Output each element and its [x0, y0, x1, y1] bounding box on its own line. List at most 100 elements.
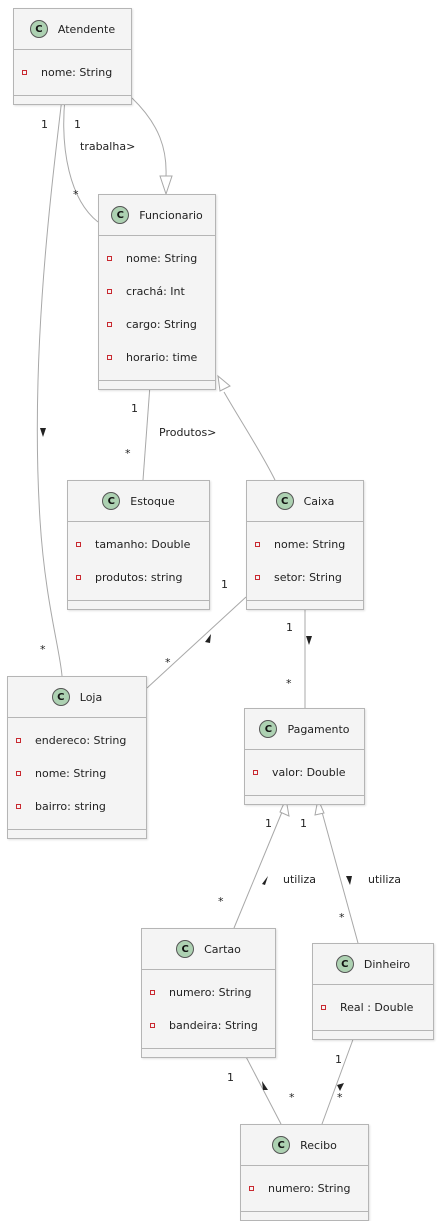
class-stereotype-icon: C	[259, 720, 278, 738]
direction-arrow-icon	[262, 1081, 268, 1090]
inheritance-arrowhead	[217, 374, 231, 392]
class-header: C Funcionario	[99, 195, 215, 236]
class-name: Funcionario	[139, 208, 203, 222]
private-visibility-icon	[107, 289, 112, 294]
multiplicity-label: 1	[286, 621, 293, 634]
class-methods	[245, 796, 364, 804]
edge-cartao-recibo	[242, 1050, 282, 1125]
attribute: nome: String	[14, 56, 131, 89]
private-visibility-icon	[16, 771, 21, 776]
attribute: tamanho: Double	[68, 528, 209, 561]
class-methods	[247, 601, 363, 609]
direction-arrow-icon	[262, 876, 268, 885]
edge-atendente-funcionario-inheritance	[131, 97, 167, 177]
class-atendente[interactable]: C Atendente nome: String	[13, 8, 132, 105]
direction-arrow-icon	[337, 1083, 344, 1091]
class-pagamento[interactable]: C Pagamento valor: Double	[244, 708, 365, 805]
class-attributes: tamanho: Double produtos: string	[68, 522, 209, 601]
class-recibo[interactable]: C Recibo numero: String	[240, 1124, 369, 1221]
edge-caixa-loja	[146, 596, 247, 689]
multiplicity-label: 1	[227, 1071, 234, 1084]
edge-dinheiro-recibo	[321, 1033, 356, 1125]
association-label-trabalha: trabalha>	[80, 140, 136, 153]
attribute: bairro: string	[8, 790, 146, 823]
private-visibility-icon	[321, 1005, 326, 1010]
class-funcionario[interactable]: C Funcionario nome: String crachá: Int c…	[98, 194, 216, 390]
edge-atendente-funcionario-trabalha	[63, 97, 99, 223]
attribute: setor: String	[247, 561, 363, 594]
private-visibility-icon	[249, 1186, 254, 1191]
multiplicity-label: 1	[300, 817, 307, 830]
private-visibility-icon	[253, 770, 258, 775]
edge-caixa-funcionario-inheritance	[223, 391, 276, 481]
attribute: numero: String	[142, 976, 275, 1009]
class-methods	[142, 1049, 275, 1057]
class-name: Cartao	[204, 942, 241, 956]
multiplicity-label: *	[339, 911, 345, 924]
class-header: C Loja	[8, 677, 146, 718]
class-name: Dinheiro	[363, 957, 411, 971]
attribute: produtos: string	[68, 561, 209, 594]
direction-arrow-icon	[205, 634, 211, 643]
private-visibility-icon	[107, 355, 112, 360]
class-stereotype-icon: C	[176, 940, 195, 958]
attribute: valor: Double	[245, 756, 364, 789]
class-methods	[14, 96, 131, 104]
class-stereotype-icon: C	[29, 20, 48, 38]
class-attributes: nome: String	[14, 50, 131, 96]
private-visibility-icon	[150, 990, 155, 995]
class-dinheiro[interactable]: C Dinheiro Real : Double	[312, 943, 434, 1040]
class-methods	[68, 601, 209, 609]
class-stereotype-icon: C	[335, 955, 354, 973]
private-visibility-icon	[76, 542, 81, 547]
class-name: Atendente	[57, 22, 116, 36]
class-methods	[8, 830, 146, 838]
class-header: C Pagamento	[245, 709, 364, 750]
class-methods	[241, 1212, 368, 1220]
attribute: nome: String	[247, 528, 363, 561]
inheritance-arrowhead	[159, 175, 173, 196]
class-attributes: numero: String bandeira: String	[142, 970, 275, 1049]
attribute: nome: String	[99, 242, 215, 275]
multiplicity-label: 1	[335, 1053, 342, 1066]
class-cartao[interactable]: C Cartao numero: String bandeira: String	[141, 928, 276, 1058]
class-header: C Caixa	[247, 481, 363, 522]
class-caixa[interactable]: C Caixa nome: String setor: String	[246, 480, 364, 610]
private-visibility-icon	[16, 804, 21, 809]
multiplicity-label: *	[289, 1091, 295, 1104]
class-header: C Dinheiro	[313, 944, 433, 985]
attribute: numero: String	[241, 1172, 368, 1205]
association-label-utiliza-cartao: utiliza	[283, 873, 316, 886]
class-header: C Cartao	[142, 929, 275, 970]
class-header: C Estoque	[68, 481, 209, 522]
attribute: nome: String	[8, 757, 146, 790]
class-name: Caixa	[303, 494, 335, 508]
direction-arrow-icon	[306, 636, 312, 645]
class-attributes: nome: String setor: String	[247, 522, 363, 601]
class-stereotype-icon: C	[102, 492, 121, 510]
multiplicity-label: *	[337, 1091, 343, 1104]
multiplicity-label: *	[218, 895, 224, 908]
class-name: Loja	[79, 690, 103, 704]
edge-cartao-pagamento	[233, 811, 283, 929]
class-attributes: valor: Double	[245, 750, 364, 796]
class-header: C Recibo	[241, 1125, 368, 1166]
multiplicity-label: *	[165, 656, 171, 669]
edge-funcionario-estoque	[142, 384, 151, 481]
attribute: cargo: String	[99, 308, 215, 341]
class-stereotype-icon: C	[272, 1136, 291, 1154]
class-stereotype-icon: C	[111, 206, 130, 224]
attribute: horario: time	[99, 341, 215, 374]
class-name: Recibo	[300, 1138, 337, 1152]
multiplicity-label: 1	[74, 118, 81, 131]
multiplicity-label: 1	[41, 118, 48, 131]
private-visibility-icon	[255, 542, 260, 547]
private-visibility-icon	[255, 575, 260, 580]
class-header: C Atendente	[14, 9, 131, 50]
class-stereotype-icon: C	[275, 492, 294, 510]
direction-arrow-icon	[346, 876, 352, 885]
class-estoque[interactable]: C Estoque tamanho: Double produtos: stri…	[67, 480, 210, 610]
class-loja[interactable]: C Loja endereco: String nome: String bai…	[7, 676, 147, 839]
class-methods	[99, 381, 215, 389]
